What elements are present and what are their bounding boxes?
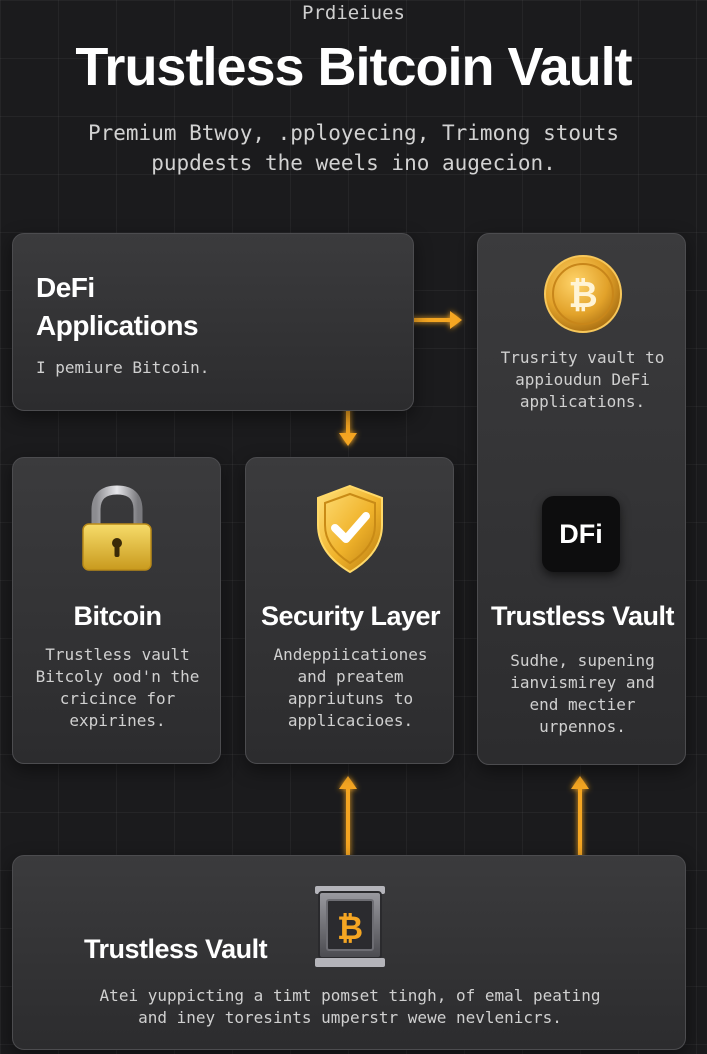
card-bitcoin-title: Bitcoin bbox=[73, 601, 163, 631]
shield-check-icon bbox=[317, 484, 383, 574]
card-vault-right-line-4: urpennos. bbox=[539, 717, 626, 736]
card-defi-title-line-1: DeFi bbox=[36, 272, 95, 303]
defi-badge-text: DFi bbox=[559, 519, 603, 549]
card-vault-bottom-line-2: and iney toresints umperstr wewe nevleni… bbox=[138, 1008, 562, 1027]
card-bitcoin-right-text: Trusrity vault to appioudun DeFi applica… bbox=[478, 347, 687, 413]
card-defi-title-line-2: Applications bbox=[36, 310, 199, 341]
card-defi-text: I pemiure Bitcoin. bbox=[36, 358, 210, 377]
defi-badge-icon: DFi bbox=[542, 496, 620, 572]
card-security-title: Security Layer bbox=[260, 601, 441, 631]
card-security-line-2: and preatem bbox=[297, 667, 404, 686]
card-bitcoin-line-4: expirines. bbox=[69, 711, 166, 730]
card-vault-bottom-text: Atei yuppicting a timt pomset tingh, of … bbox=[13, 985, 687, 1029]
card-security-line-4: applicacioes. bbox=[287, 711, 414, 730]
page-subtitle: Premium Btwoy, .pployecing, Trimong stou… bbox=[40, 118, 667, 178]
card-vault-right-line-1: Sudhe, supening bbox=[510, 651, 655, 670]
arrowhead-up-right bbox=[571, 776, 589, 789]
page-title: Trustless Bitcoin Vault bbox=[75, 37, 632, 97]
card-vault-bottom-line-1: Atei yuppicting a timt pomset tingh, of … bbox=[99, 986, 601, 1005]
card-bitcoin-right-line-3: applications. bbox=[519, 392, 646, 411]
subtitle-line-2: pupdests the weels ino augecion. bbox=[151, 151, 556, 175]
card-trustless-vault-right-title: Trustless Vault bbox=[490, 601, 675, 631]
card-trustless-vault-right-text: Sudhe, supening ianvismirey and end mect… bbox=[478, 650, 687, 738]
subtitle-line-1: Premium Btwoy, .pployecing, Trimong stou… bbox=[87, 121, 619, 145]
card-bitcoin-right-line-2: appioudun DeFi bbox=[515, 370, 650, 389]
arrowhead-down bbox=[339, 433, 357, 446]
svg-text:₿: ₿ bbox=[568, 275, 597, 316]
card-bitcoin-line-1: Trustless vault bbox=[45, 645, 190, 664]
card-bitcoin: Bitcoin Trustless vault Bitcoly ood'n th… bbox=[12, 457, 221, 764]
card-trustless-vault-bottom: ₿ Trustless Vault Atei yuppicting a timt… bbox=[12, 855, 686, 1050]
card-bitcoin-vault-right: ₿ Trusrity vault to appioudun DeFi appli… bbox=[477, 233, 686, 765]
card-vault-bottom-title: Trustless Vault bbox=[84, 934, 268, 964]
arrowhead-up-center bbox=[339, 776, 357, 789]
card-bitcoin-line-2: Bitcoly ood'n the bbox=[35, 667, 200, 686]
card-bitcoin-text: Trustless vault Bitcoly ood'n the cricin… bbox=[13, 644, 222, 732]
card-bitcoin-line-3: cricince for bbox=[59, 689, 176, 708]
card-security-text: Andeppiicationes and preatem appriutuns … bbox=[246, 644, 455, 732]
card-bitcoin-right-line-1: Trusrity vault to bbox=[500, 348, 665, 367]
card-defi-applications: DeFi Applications I pemiure Bitcoin. bbox=[12, 233, 414, 411]
card-security-layer: Security Layer Andeppiicationes and prea… bbox=[245, 457, 454, 764]
card-security-line-1: Andeppiicationes bbox=[273, 645, 428, 664]
arrowhead-right bbox=[450, 311, 462, 329]
svg-text:₿: ₿ bbox=[337, 909, 363, 947]
card-vault-right-line-3: end mectier bbox=[529, 695, 636, 714]
card-security-line-3: appriutuns to bbox=[287, 689, 414, 708]
card-defi-title: DeFi Applications bbox=[36, 269, 199, 345]
vault-safe-icon: ₿ bbox=[315, 886, 385, 967]
bitcoin-coin-icon: ₿ bbox=[544, 255, 622, 333]
card-vault-right-line-2: ianvismirey and bbox=[510, 673, 655, 692]
header-kicker: Prdieiues bbox=[302, 2, 405, 24]
padlock-icon bbox=[82, 485, 152, 571]
